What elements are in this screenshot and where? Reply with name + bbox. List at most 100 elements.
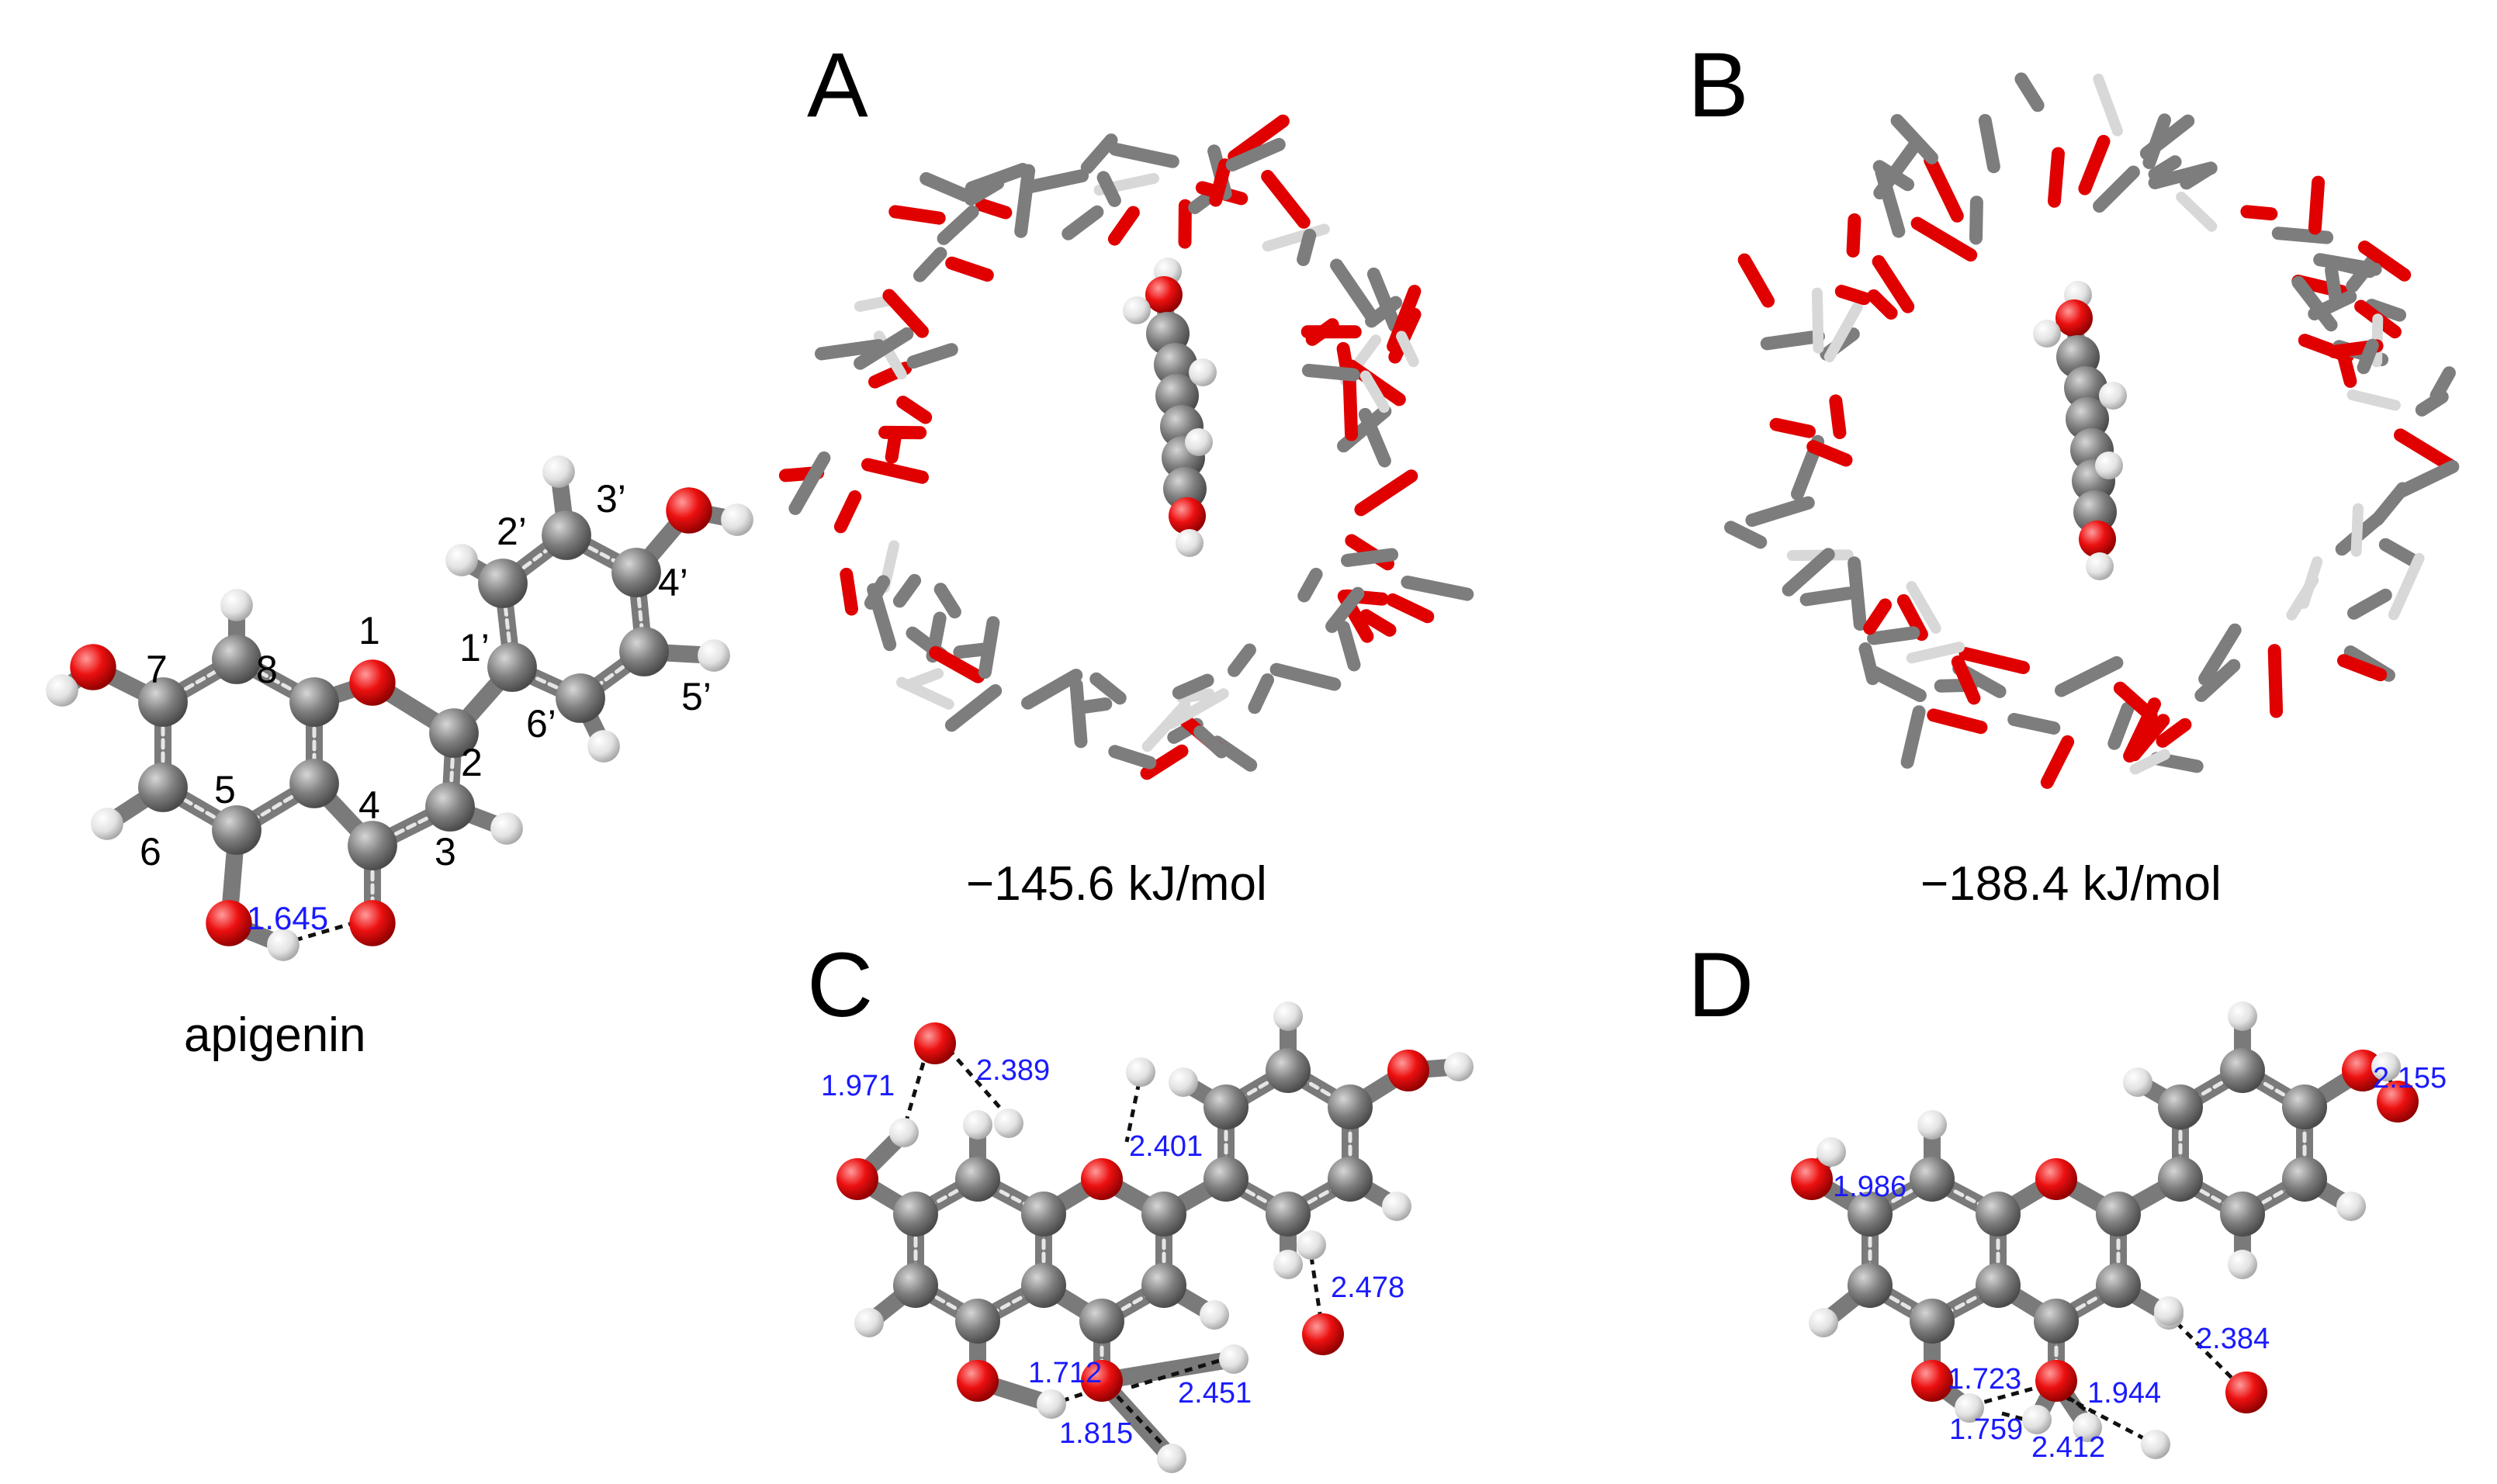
hydrogen-atom <box>994 1109 1023 1138</box>
hydrogen-atom <box>1157 1444 1186 1473</box>
hydrogen-stick <box>1141 699 1191 752</box>
panel-C-hbond-structure <box>836 1001 1474 1473</box>
carbon-atom <box>289 759 339 808</box>
carbon-stick <box>937 205 979 245</box>
hydrogen-stick <box>2129 749 2170 775</box>
carbon-stick <box>2347 588 2392 620</box>
carbon-stick <box>2364 299 2406 322</box>
hydrogen-stick <box>1165 688 1229 729</box>
oxygen-atom <box>1911 1360 1953 1402</box>
panel-D-distance-1: 1.986 <box>1833 1171 1907 1203</box>
panel-D-distance-4: 1.723 <box>1948 1363 2021 1396</box>
oxygen-atom <box>1302 1313 1344 1355</box>
oxygen-stick <box>1872 254 1915 313</box>
carbon-atom <box>1266 1048 1311 1093</box>
panel-D-distance-2: 2.155 <box>2373 1062 2447 1095</box>
panel-D-distance-5: 1.944 <box>2087 1377 2161 1410</box>
hydrogen-atom <box>889 1118 919 1147</box>
atom-label-6: 6 <box>140 830 161 873</box>
oxygen-stick <box>929 645 985 683</box>
hydrogen-atom <box>267 929 300 961</box>
hydrogen-atom <box>587 730 620 763</box>
oxygen-atom <box>1145 276 1183 313</box>
carbon-stick <box>1867 626 1920 645</box>
carbon-atom <box>1976 1263 2021 1308</box>
carbon-stick <box>1021 669 1083 710</box>
carbon-stick <box>1024 169 1089 193</box>
hydrogen-atom <box>1185 428 1213 456</box>
hydrogen-atom <box>2073 1413 2102 1442</box>
hydrogen-atom <box>46 674 78 707</box>
hydrogen-atom <box>1273 1250 1303 1279</box>
atom-label-4p: 4’ <box>658 561 688 604</box>
hydrogen-atom <box>445 544 478 576</box>
carbon-atom <box>1203 1157 1248 1202</box>
carbon-stick <box>1075 697 1113 714</box>
carbon-stick <box>2429 366 2456 403</box>
carbon-stick <box>1760 330 1825 351</box>
carbon-atom <box>478 559 528 608</box>
hydrogen-stick <box>1262 223 1330 252</box>
hydrogen-stick <box>1906 581 1941 634</box>
oxygen-atom <box>2225 1372 2267 1413</box>
carbon-atom <box>619 627 669 676</box>
oxygen-atom <box>349 659 396 706</box>
panel-A-letter: A <box>807 34 868 137</box>
carbon-stick <box>1108 745 1157 770</box>
oxygen-stick <box>1958 647 2030 674</box>
carbon-stick <box>1096 171 1121 207</box>
panel-D-hbond-structure <box>1791 1001 2419 1459</box>
carbon-atom <box>487 642 537 692</box>
oxygen-atom <box>2079 521 2116 558</box>
hydrogen-atom <box>220 589 253 621</box>
oxygen-atom <box>914 1022 956 1064</box>
panel-C-distance-2: 2.389 <box>976 1054 1050 1087</box>
oxygen-stick <box>1228 114 1290 164</box>
carbon-stick <box>933 583 961 619</box>
carbon-atom <box>348 821 397 870</box>
oxygen-stick <box>1769 417 1816 438</box>
carbon-stick <box>919 171 972 202</box>
carbon-stick <box>1248 673 1274 714</box>
carbon-stick <box>1225 137 1286 171</box>
carbon-atom <box>893 1192 938 1237</box>
panel-B-inclusion-complex <box>1724 72 2460 789</box>
oxygen-stick <box>1834 285 1871 306</box>
carbon-stick <box>1172 673 1214 700</box>
atom-label-5p: 5’ <box>681 675 712 718</box>
hydrogen-atom <box>1917 1110 1947 1140</box>
panel-C-distance-1: 1.971 <box>821 1070 895 1102</box>
oxygen-atom <box>836 1158 878 1200</box>
oxygen-atom <box>2055 299 2093 337</box>
carbon-atom <box>2158 1157 2203 1202</box>
oxygen-stick <box>2078 134 2111 195</box>
oxygen-atom <box>349 900 396 946</box>
carbon-atom <box>1141 1263 1186 1308</box>
oxygen-stick <box>861 458 929 484</box>
carbon-stick <box>1724 521 1768 549</box>
atom-label-3: 3 <box>435 830 456 873</box>
oxygen-atom <box>70 644 116 690</box>
oxygen-atom <box>1081 1360 1123 1402</box>
carbon-stick <box>1330 258 1378 322</box>
carbon-stick <box>1014 164 1036 238</box>
oxygen-stick <box>885 427 902 464</box>
hydrogen-bond <box>1309 1256 1323 1320</box>
hydrogen-atom <box>1816 1137 1846 1167</box>
hydrogen-atom <box>854 1308 884 1337</box>
carbon-atom <box>1203 1084 1248 1129</box>
carbon-atom <box>1328 1084 1373 1129</box>
panel-A-energy: −145.6 kJ/mol <box>966 857 1267 911</box>
carbon-atom <box>2282 1084 2327 1129</box>
hydrogen-stick <box>1906 642 1965 664</box>
hydrogen-atom <box>2033 320 2061 348</box>
carbon-stick <box>2007 713 2061 735</box>
hydrogen-atom <box>1123 296 1151 324</box>
oxygen-stick <box>1342 368 1359 441</box>
carbon-stick <box>1782 548 1835 597</box>
hydrogen-atom <box>1037 1389 1066 1419</box>
hydrogen-stick <box>2093 73 2123 137</box>
panel-A-inclusion-complex <box>778 114 1474 780</box>
carbon-stick <box>2395 460 2460 498</box>
carbon-stick <box>1890 114 1938 164</box>
